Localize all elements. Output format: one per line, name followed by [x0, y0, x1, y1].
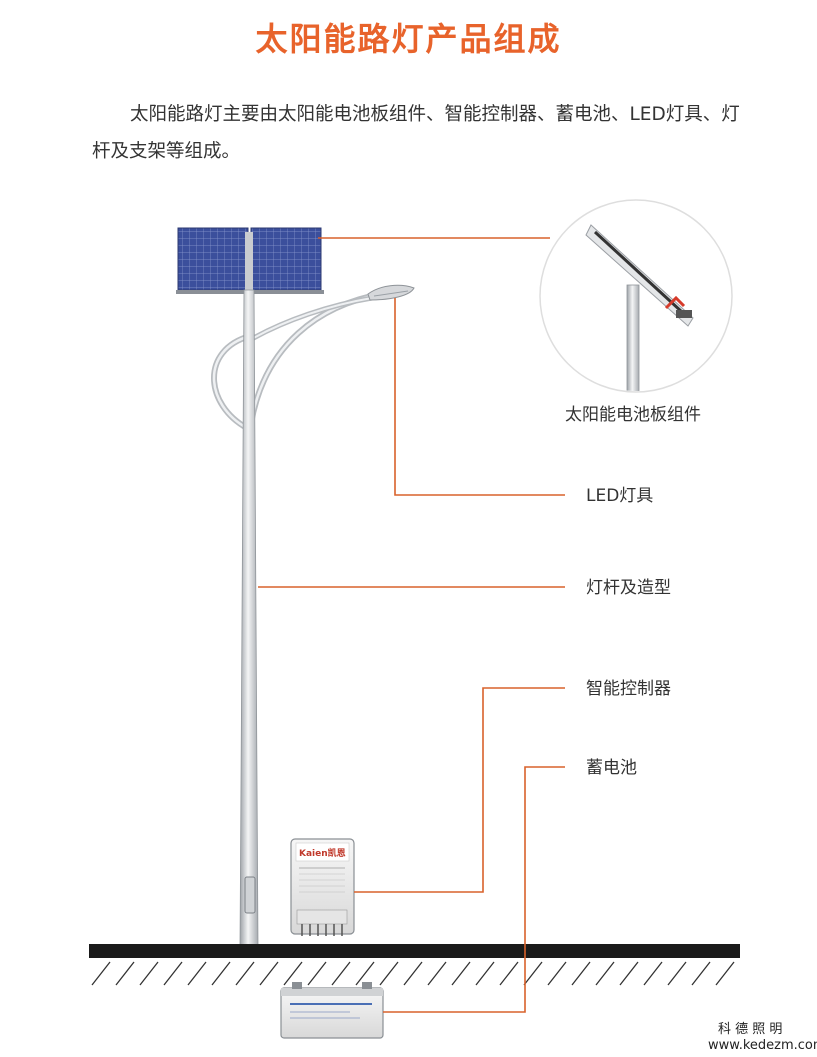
battery [280, 982, 384, 1039]
label-pole: 灯杆及造型 [586, 578, 671, 598]
solar-panel-right [250, 227, 322, 291]
label-battery: 蓄电池 [586, 758, 637, 778]
label-controller: 智能控制器 [586, 679, 671, 699]
footer-url: www.kedezm.com [708, 1038, 817, 1053]
ground [89, 944, 740, 986]
pole-arms [211, 290, 389, 431]
panel-bracket [245, 232, 253, 294]
page-title: 太阳能路灯产品组成 [255, 20, 562, 58]
led-lamp-head [367, 284, 415, 301]
smart-controller: Kaien凯恩 [290, 838, 355, 936]
label-solar-panel: 太阳能电池板组件 [565, 405, 701, 425]
label-led-lamp: LED灯具 [586, 486, 653, 506]
footer-brand: 科 德 照 明 [718, 1022, 782, 1037]
solar-panel-detail: 太阳能电池板组件 [539, 199, 733, 425]
solar-panel-left [177, 227, 249, 291]
pole-access-door [244, 876, 256, 914]
solar-panel-assembly [176, 227, 324, 294]
leader-lines [258, 237, 565, 1013]
leader-controller [354, 687, 565, 893]
controller-brand-label: Kaien凯恩 [299, 847, 346, 859]
leader-battery [383, 766, 565, 1013]
intro-text: 太阳能路灯主要由太阳能电池板组件、智能控制器、蓄电池、LED灯具、灯杆及支架等组… [92, 104, 740, 162]
leader-led-lamp [394, 298, 565, 496]
